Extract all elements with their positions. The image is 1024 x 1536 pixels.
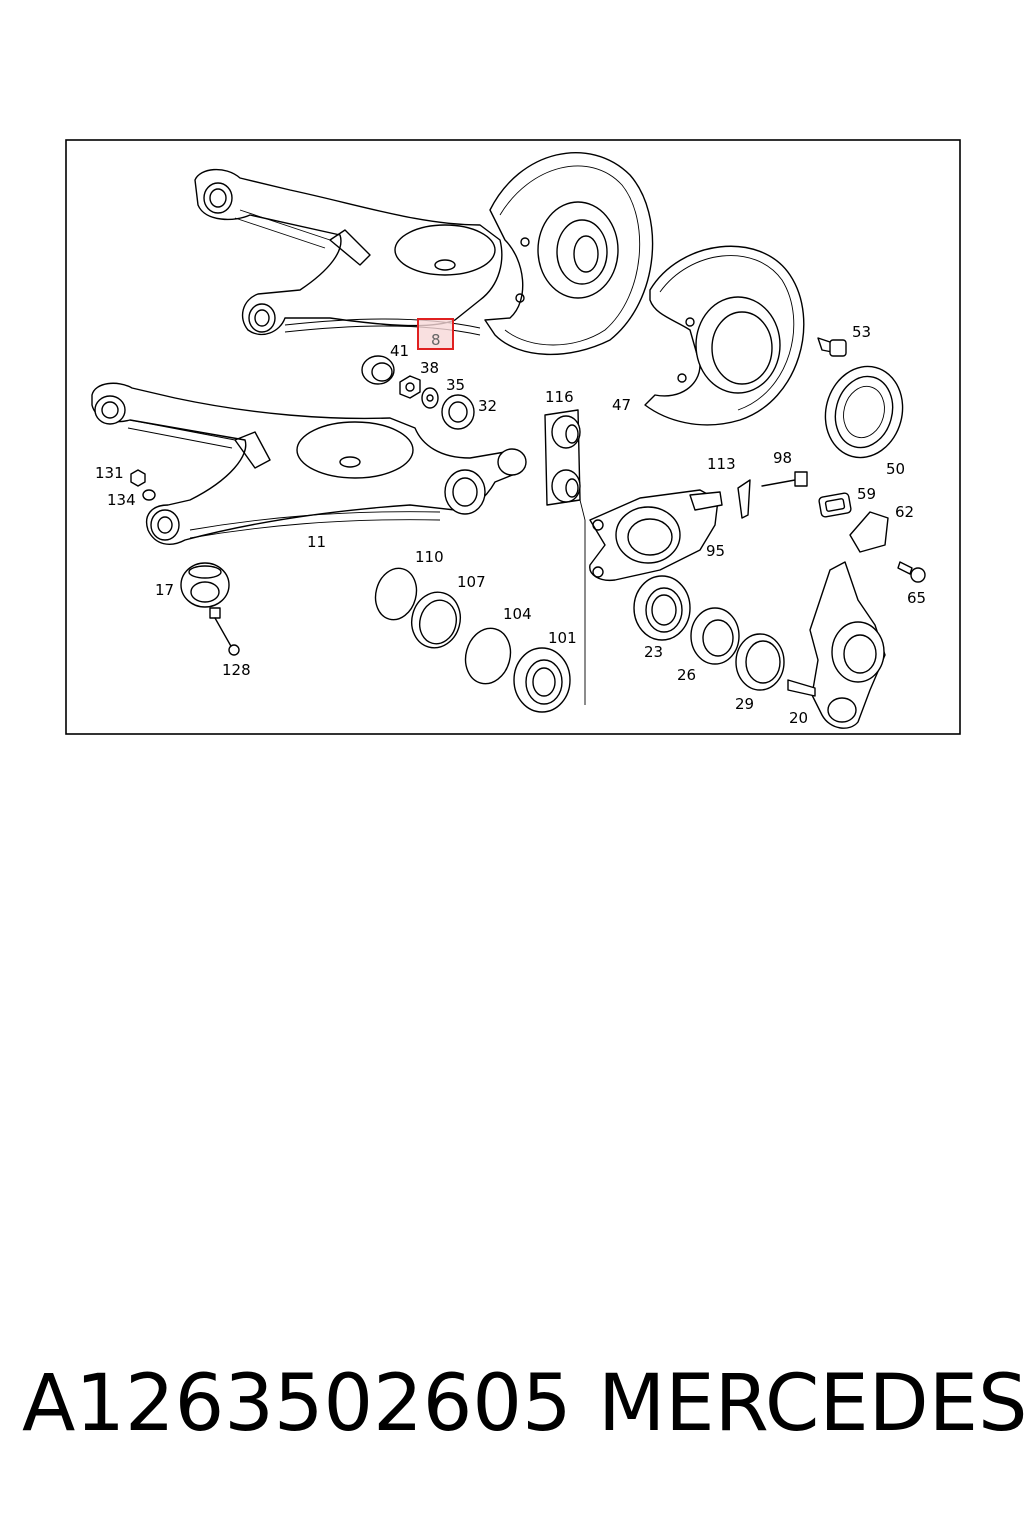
- callout-116: 116: [545, 388, 574, 406]
- upper-control-arm: [194, 168, 503, 336]
- exploded-parts-diagram: 8 53 41 38 35 32 116 47 131 134 113 98 5…: [65, 139, 961, 735]
- callout-59: 59: [857, 485, 876, 503]
- bolt-128: [209, 607, 240, 656]
- snap-ring-110: [374, 567, 418, 621]
- washer-134: [142, 489, 156, 501]
- ring-107: [411, 591, 461, 649]
- callout-11: 11: [307, 533, 326, 551]
- callout-26: 26: [677, 666, 696, 684]
- callout-95: 95: [706, 542, 725, 560]
- bushing-17: [180, 562, 230, 608]
- bracket-113: [737, 479, 751, 519]
- callout-20: 20: [789, 709, 808, 727]
- bearing-26: [690, 607, 740, 665]
- lower-control-arm-11: [91, 382, 527, 546]
- callout-53: 53: [852, 323, 871, 341]
- bearing-101: [513, 647, 571, 713]
- reference-line: [579, 499, 586, 705]
- brake-backing-plate-47: [644, 245, 805, 426]
- callout-labels: 8 53 41 38 35 32 116 47 131 134 113 98 5…: [95, 323, 926, 727]
- callout-47: 47: [612, 396, 631, 414]
- rubber-59: [818, 492, 852, 518]
- callout-107: 107: [457, 573, 486, 591]
- wheel-carrier-95: [589, 489, 723, 582]
- callout-38: 38: [420, 359, 439, 377]
- callout-29: 29: [735, 695, 754, 713]
- callout-131: 131: [95, 464, 124, 482]
- nut-131: [130, 469, 146, 487]
- brand-name: MERCEDES: [598, 1359, 1024, 1449]
- callout-128: 128: [222, 661, 251, 679]
- seal-29: [735, 633, 785, 691]
- part-number: A1263502605: [22, 1359, 572, 1449]
- callout-101: 101: [548, 629, 577, 647]
- bolt-98: [761, 471, 808, 487]
- callout-23: 23: [644, 643, 663, 661]
- rubber-mount-116: [544, 409, 581, 506]
- screw-65: [897, 561, 926, 583]
- callout-8: 8: [431, 331, 441, 349]
- washer-35: [421, 387, 439, 409]
- bearing-23: [633, 575, 691, 641]
- callout-41: 41: [390, 342, 409, 360]
- callout-65: 65: [907, 589, 926, 607]
- bearing-32: [441, 394, 475, 430]
- callout-113: 113: [707, 455, 736, 473]
- callout-50: 50: [886, 460, 905, 478]
- callout-134: 134: [107, 491, 136, 509]
- callout-62: 62: [895, 503, 914, 521]
- stop-62: [849, 511, 889, 553]
- snap-ring-104: [464, 627, 512, 685]
- callout-110: 110: [415, 548, 444, 566]
- cover-plate-50: [824, 365, 904, 459]
- brake-backing-plate-upper: [484, 152, 654, 356]
- callout-17: 17: [155, 581, 174, 599]
- callout-104: 104: [503, 605, 532, 623]
- bolt-53: [817, 337, 847, 357]
- callout-32: 32: [478, 397, 497, 415]
- callout-35: 35: [446, 376, 465, 394]
- callout-98: 98: [773, 449, 792, 467]
- highlight-box: [417, 318, 454, 350]
- bushing-41: [361, 355, 395, 385]
- nut-38: [399, 375, 421, 399]
- steering-knuckle-20: [787, 561, 886, 729]
